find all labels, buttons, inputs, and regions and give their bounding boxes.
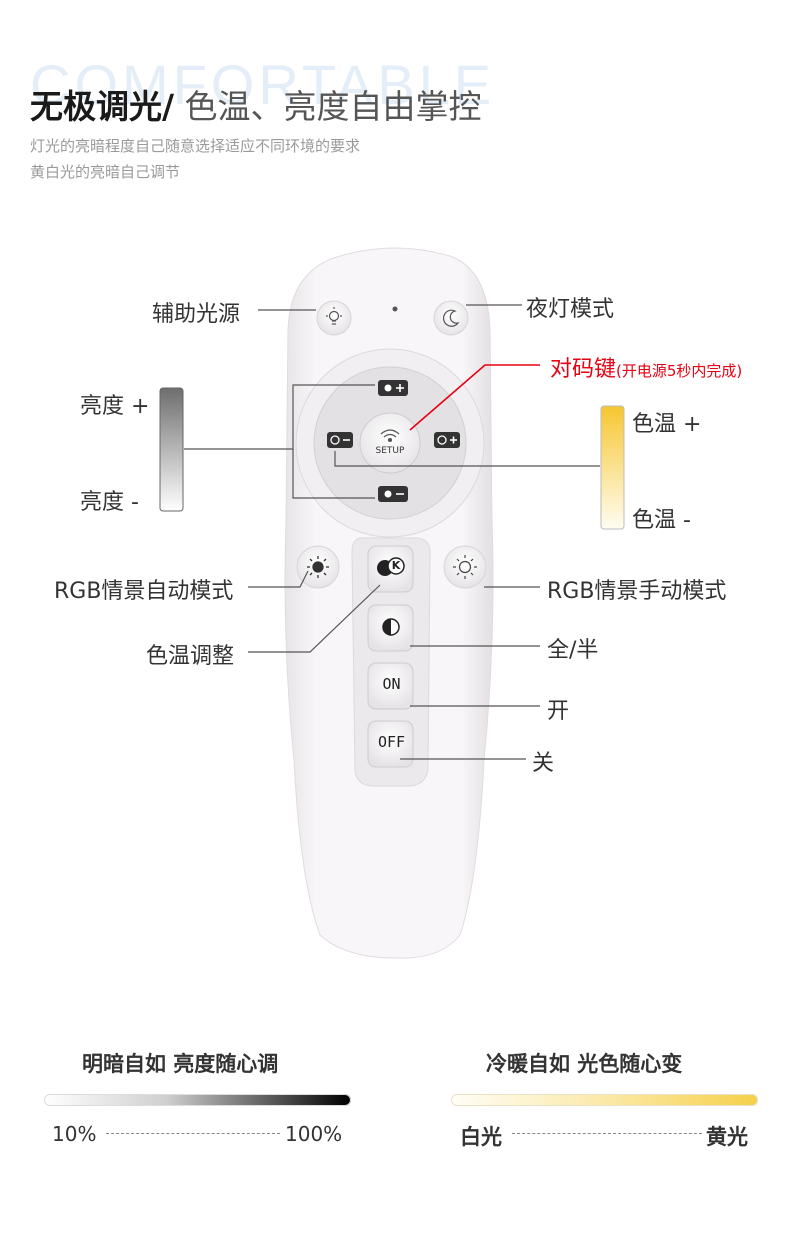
sun-filled-icon xyxy=(307,556,329,578)
label-on: 开 xyxy=(547,699,570,724)
setup-button xyxy=(359,412,421,474)
on-button xyxy=(367,662,414,710)
brightness-down-button[interactable] xyxy=(375,482,411,506)
label-rgb-manual: RGB情景手动模式 xyxy=(547,579,727,604)
k-button-label: K xyxy=(391,559,401,572)
off-button xyxy=(367,720,414,768)
rgb-manual-button xyxy=(443,545,487,589)
wifi-icon xyxy=(380,429,400,443)
brightness-down-icon xyxy=(378,486,408,502)
title-bold: 无极调光/ xyxy=(30,87,175,126)
brightness-max: 100% xyxy=(285,1122,343,1146)
off-button-hit[interactable] xyxy=(368,721,413,767)
night-light-button xyxy=(433,300,469,336)
label-rgb-auto: RGB情景自动模式 xyxy=(54,579,234,604)
on-button-hit[interactable] xyxy=(368,663,413,709)
callout-lines xyxy=(184,304,600,760)
color-temp-down-icon xyxy=(327,432,353,448)
color-temp-bar xyxy=(600,405,625,530)
brightness-caption: 明暗自如 亮度随心调 xyxy=(82,1052,279,1076)
brightness-up-button[interactable] xyxy=(375,376,411,400)
page-title: 无极调光/ 色温、亮度自由掌控 xyxy=(30,80,482,128)
moon-icon xyxy=(442,309,460,327)
label-brightness-plus: 亮度 + xyxy=(80,394,150,419)
label-full-half: 全/半 xyxy=(547,638,599,663)
label-color-temp-plus: 色温 + xyxy=(632,412,702,437)
setup-label: SETUP xyxy=(375,446,405,456)
indicator-led xyxy=(392,306,398,312)
brightness-dotted-line xyxy=(106,1133,280,1134)
remote-illustration xyxy=(159,247,625,959)
color-temp-up-icon xyxy=(434,432,460,448)
subtitle-line-1: 灯光的亮暗程度自己随意选择适应不同环境的要求 xyxy=(30,137,361,155)
label-color-temp-minus: 色温 - xyxy=(632,508,691,533)
color-temp-dotted-line xyxy=(512,1133,702,1134)
label-night-light: 夜灯模式 xyxy=(526,297,615,322)
title-light: 色温、亮度自由掌控 xyxy=(174,87,482,126)
brightness-up-icon xyxy=(378,380,408,396)
color-temp-gradient-bar xyxy=(451,1094,758,1106)
label-aux-light: 辅助光源 xyxy=(152,302,241,327)
sun-outline-icon xyxy=(453,555,477,579)
color-temp-down-button[interactable] xyxy=(322,428,356,452)
brightness-gradient-bar xyxy=(44,1094,351,1106)
setup-button-hit[interactable] xyxy=(360,413,420,473)
color-temp-up-button[interactable] xyxy=(430,428,464,452)
label-pair: 对码键(开电源5秒内完成) xyxy=(550,351,742,383)
rgb-auto-button-hit[interactable] xyxy=(297,546,339,588)
rgb-manual-button-hit[interactable] xyxy=(444,546,486,588)
lightbulb-icon xyxy=(326,307,342,325)
brightness-bar xyxy=(159,387,184,512)
color-temp-max: 黄光 xyxy=(706,1125,748,1149)
label-pair-note: (开电源5秒内完成) xyxy=(616,362,743,380)
label-pair-main: 对码键 xyxy=(550,357,617,382)
brightness-min: 10% xyxy=(52,1122,97,1146)
aux-light-button xyxy=(316,300,352,336)
night-light-button-hit[interactable] xyxy=(434,301,468,335)
watermark-text: COMFORTABLE xyxy=(30,53,496,116)
label-color-temp-adjust: 色温调整 xyxy=(146,644,235,669)
color-temp-caption: 冷暖自如 光色随心变 xyxy=(486,1052,683,1076)
half-circle-icon xyxy=(382,618,400,636)
subtitle-line-2: 黄白光的亮暗自己调节 xyxy=(30,163,181,181)
label-off: 关 xyxy=(532,751,555,776)
k-button-hit[interactable] xyxy=(368,546,413,592)
on-button-label: ON xyxy=(382,675,401,693)
color-temp-min: 白光 xyxy=(460,1125,502,1149)
pair-callout-line xyxy=(409,364,540,431)
aux-light-button-hit[interactable] xyxy=(317,301,351,335)
label-brightness-minus: 亮度 - xyxy=(80,490,139,515)
off-button-label: OFF xyxy=(377,733,406,751)
full-half-button-hit[interactable] xyxy=(368,605,413,651)
